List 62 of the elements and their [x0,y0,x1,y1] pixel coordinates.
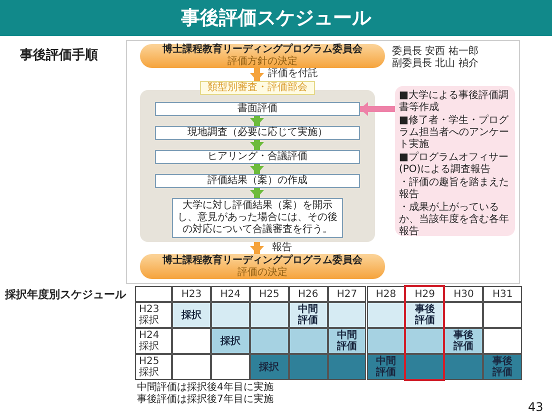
arrow [360,102,395,116]
committee-box [140,44,385,68]
node-text: 評価結果（案）の作成 [208,175,308,187]
header-text: H23 採択 [139,304,160,326]
node-text: 現地調査（必要に応じて実施） [188,127,328,139]
title: 事後評価スケジュール [181,6,371,31]
section-heading: 採択年度別スケジュール [5,288,126,302]
cell-text: 中間評価 [375,356,396,378]
cell-text: 中間評価 [298,304,319,326]
cell-text: 事後評価 [453,330,474,352]
cell-text: 採択 [259,362,280,372]
header-text: H26 [298,288,318,300]
header-text: H31 [492,288,513,300]
arrow [250,164,264,174]
process-panel [140,90,375,242]
node-text: 書面評価 [238,103,278,115]
node-text: 評価方針の決定 [228,56,298,68]
header-text: H28 [376,288,396,300]
subcommittee-box [200,81,315,95]
page-number: 43 [528,400,544,414]
arrow [250,116,264,126]
header-text: H23 [181,288,202,300]
header-text: H25 採択 [139,356,160,378]
arrow [250,140,264,150]
member-name: 副委員長 北山 禎介 [392,58,478,70]
committee-box [140,254,385,279]
note-text: ■プログラムオフィサー(PO)による調査報告 [399,152,510,176]
edge-label: 評価を付託 [266,68,320,80]
header-text: H27 [336,288,358,300]
section-heading: 事後評価手順 [20,48,98,64]
cell-text: 事後評価 [492,356,514,378]
note-text: 中間評価は採択後4年目に実施 [137,382,274,394]
header-text: H30 [454,288,474,300]
node-text: 大学に対し評価結果（案）を開示し、意見があった場合には、その後の対応について合議審査を行う。 [177,200,338,236]
note-text: 事後評価は採択後7年目に実施 [137,394,274,406]
note-text: ■修了者・学生・プログラム担当者へのアンケート実施 [399,115,510,151]
note-text: ■大学による事後評価調書等作成 [399,90,510,114]
edge-label: 報告 [270,242,294,254]
header-text: H25 [259,288,280,300]
cell-text: 採択 [181,310,202,320]
node-text: 博士課程教育リーディングプログラム委員会 [162,44,362,56]
node-text: 博士課程教育リーディングプログラム委員会 [162,254,362,266]
header-text: H29 [414,288,435,300]
process-box [155,102,360,116]
header-text: H24 採択 [139,330,160,352]
node-text: 評価の決定 [238,266,288,278]
process-box [155,174,360,188]
note-text: ・評価の趣旨を踏まえた報告 [399,177,510,201]
arrow [250,188,264,198]
member-name: 委員長 安西 祐一郎 [392,46,478,58]
process-box [155,126,360,140]
process-box [155,150,360,164]
cell-text: 事後評価 [414,304,436,326]
node-text: ヒアリング・合議評価 [208,151,308,163]
note-text: ・成果が上がっているか、当該年度を含む各年報告 [399,202,510,238]
arrow [250,68,264,81]
cell-text: 採択 [220,336,240,346]
arrow [250,242,264,254]
note-box [395,86,515,236]
header-text: H24 [220,288,240,300]
node-text: 類型別審査・評価部会 [208,82,308,94]
cell-text: 中間評価 [336,330,358,352]
